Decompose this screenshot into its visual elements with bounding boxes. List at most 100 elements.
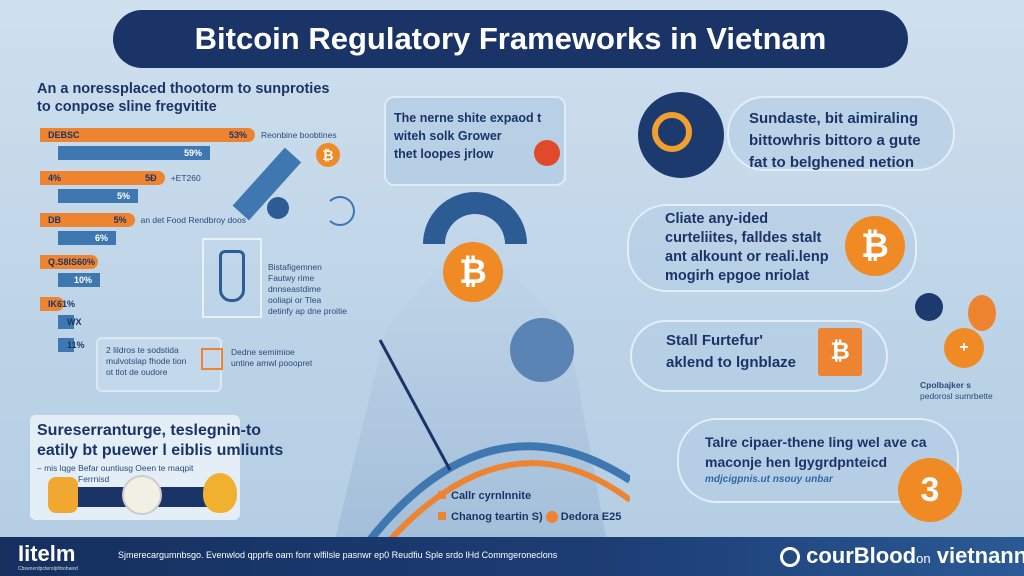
pill-line: mogirh epgoe nriolat	[665, 267, 810, 284]
seal-badge-icon	[122, 475, 162, 515]
network-icon	[638, 92, 724, 178]
bar-note: Reonbine boobtines	[261, 130, 337, 140]
bull-icon	[534, 140, 560, 166]
bar-value: 5%	[116, 191, 130, 201]
bar-note: +ET260	[170, 173, 201, 183]
pill-line: bittowhris bittoro a gute	[749, 131, 921, 149]
legend-label: Callr cyrnlnnite	[451, 490, 532, 502]
footer-brand: courBloodon vietnann	[780, 543, 1024, 569]
bar-value: 5Ð	[145, 173, 157, 183]
bar-label: Q.S8IS	[48, 257, 78, 267]
gear-icon	[915, 293, 943, 321]
bar-value: WX	[67, 317, 82, 327]
caption-line: Fautwy rime	[268, 273, 315, 284]
note-line: untine amwl pooopret	[231, 358, 313, 369]
bar-label: DB	[48, 215, 61, 225]
pill-line: ant alkount or reali.lenp	[665, 248, 829, 265]
callout-subtext: – mis lqge Befar ountiusg Oeen te maqpit	[37, 463, 194, 473]
blue-bar: 11%	[58, 338, 85, 352]
footer-logo: Iitelm	[18, 541, 76, 566]
pill-line: aklend to lgnblaze	[666, 353, 797, 371]
leaf-icon	[968, 295, 996, 331]
bitcoin-stack-icon: ₿	[818, 328, 862, 376]
left-heading: An a noresspla­ced thootorm to sunprotie…	[37, 80, 329, 116]
brand-on: on	[916, 551, 931, 566]
caption-line: pedorosl sumrbette	[920, 391, 993, 402]
legend-item: Callr cyrnlnnite	[438, 486, 621, 507]
legend-swatch	[438, 511, 446, 520]
callout-line: eatily bt puewer l eiblis umliunts	[37, 442, 284, 459]
caption-line: Cpolbajker s	[920, 380, 972, 390]
side-caption: Cpolbajker s pedorosl sumrbette	[920, 380, 993, 402]
pill-line: Cliate any-ided	[665, 211, 769, 227]
blue-bar: 59%	[58, 146, 210, 160]
pill-line: Sundaste, bit aimiraling	[749, 110, 919, 127]
box-line: witeh solk Grower	[394, 129, 502, 144]
info-pill-1: Sundaste, bit aimiraling bittowhris bitt…	[727, 96, 955, 171]
brand-name: courBlood	[806, 543, 917, 568]
orange-coin-icon: 3	[898, 458, 962, 522]
plus-coin-icon: +	[944, 328, 984, 368]
callout-title: Sureserranturge, teslegnin-to eatily bt …	[37, 421, 283, 461]
bar-value: 59%	[183, 148, 202, 158]
callout-line: Sureserranturge, teslegnin-to	[37, 422, 262, 439]
bar-label: 4%	[48, 173, 62, 183]
legend-extra: Dedora E25	[560, 510, 622, 523]
box-line: The nerne shite expaod t	[394, 111, 542, 125]
blue-bar: 10%	[58, 273, 100, 287]
info-line: mulvotslap fhode tion	[106, 356, 187, 367]
bar-value: 60%	[77, 257, 96, 267]
left-heading-line: An a noresspla­ced thootorm to sunprotie…	[37, 81, 330, 97]
brand-logo-icon	[780, 547, 800, 568]
icon-caption: Bistafigemnen Fautwy rime dnnseastdime o…	[268, 262, 347, 317]
left-heading-line: to conpose sline fregvitite	[37, 99, 217, 116]
legend-item: Chanog teartin S) Dedora E25	[438, 507, 621, 528]
bar-value: 5%	[113, 215, 127, 225]
callout: Sureserranturge, teslegnin-to eatily bt …	[30, 415, 283, 520]
chip-icon	[510, 318, 574, 382]
emblem-badge-icon	[203, 473, 237, 513]
info-line: 2 lildros te sodstida	[106, 345, 179, 355]
pill-line: Stall Furtefur'	[666, 332, 763, 349]
caption-line: Bistafigemnen	[268, 262, 322, 272]
orange-bar: DB 5%	[40, 213, 135, 227]
box-line: thet loopes jrlow	[394, 147, 494, 162]
info-line: ot tlot de oudore	[106, 367, 168, 378]
bitcoin-coin-icon: ₿	[443, 242, 503, 302]
shield-badge-icon	[48, 477, 78, 513]
pill-line: Talre cipaer-thene ling wel ave ca	[705, 434, 927, 450]
bar-note: an det Food Rendbroy doos	[140, 215, 246, 225]
coin-icon	[545, 510, 558, 523]
footer-text: Sjmerecargumnbsgo. Evenwlod qpprfe oam f…	[118, 550, 558, 560]
blue-bar: WX	[58, 315, 82, 329]
bitcoin-icon: ₿	[316, 143, 340, 167]
pill-line: fat to belghened netion	[749, 153, 914, 171]
pill-line: curteliites, falldes stalt	[665, 229, 822, 246]
refresh-icon	[325, 196, 355, 226]
badge-label: Ferrnisd	[78, 474, 110, 484]
blue-bar: 6%	[58, 231, 116, 245]
coin-icon	[267, 197, 289, 219]
growth-arcs	[366, 339, 630, 540]
bar-label: IK	[48, 299, 57, 309]
footer: Iitelm Cbsenerdpcterolphbohwed Sjmerecar…	[0, 537, 1024, 576]
bar-value: 6%	[94, 233, 108, 243]
document-icon	[202, 238, 262, 318]
legend-swatch	[438, 491, 446, 499]
blue-bar: 5%	[58, 189, 138, 203]
note-line: Dedne semimioe	[231, 347, 295, 357]
caption-line: ooliapi or Tlea	[268, 295, 322, 306]
bar-value: 53%	[228, 130, 247, 140]
hourglass-icon	[201, 348, 223, 370]
bar-value: 11%	[67, 340, 85, 350]
bar-value: 10%	[73, 275, 92, 285]
caption-line: dnnseastdime	[268, 284, 321, 295]
side-note: Dedne semimioe untine amwl pooopret	[231, 347, 312, 369]
caption-line: detinfy ap dne proitie	[268, 306, 347, 317]
footer-logo-sub: Cbsenerdpcterolphbohwed	[18, 566, 78, 572]
brand-country: vietnann	[936, 543, 1024, 568]
pill-line: maconje hen lgygrdpnteicd	[705, 454, 888, 471]
